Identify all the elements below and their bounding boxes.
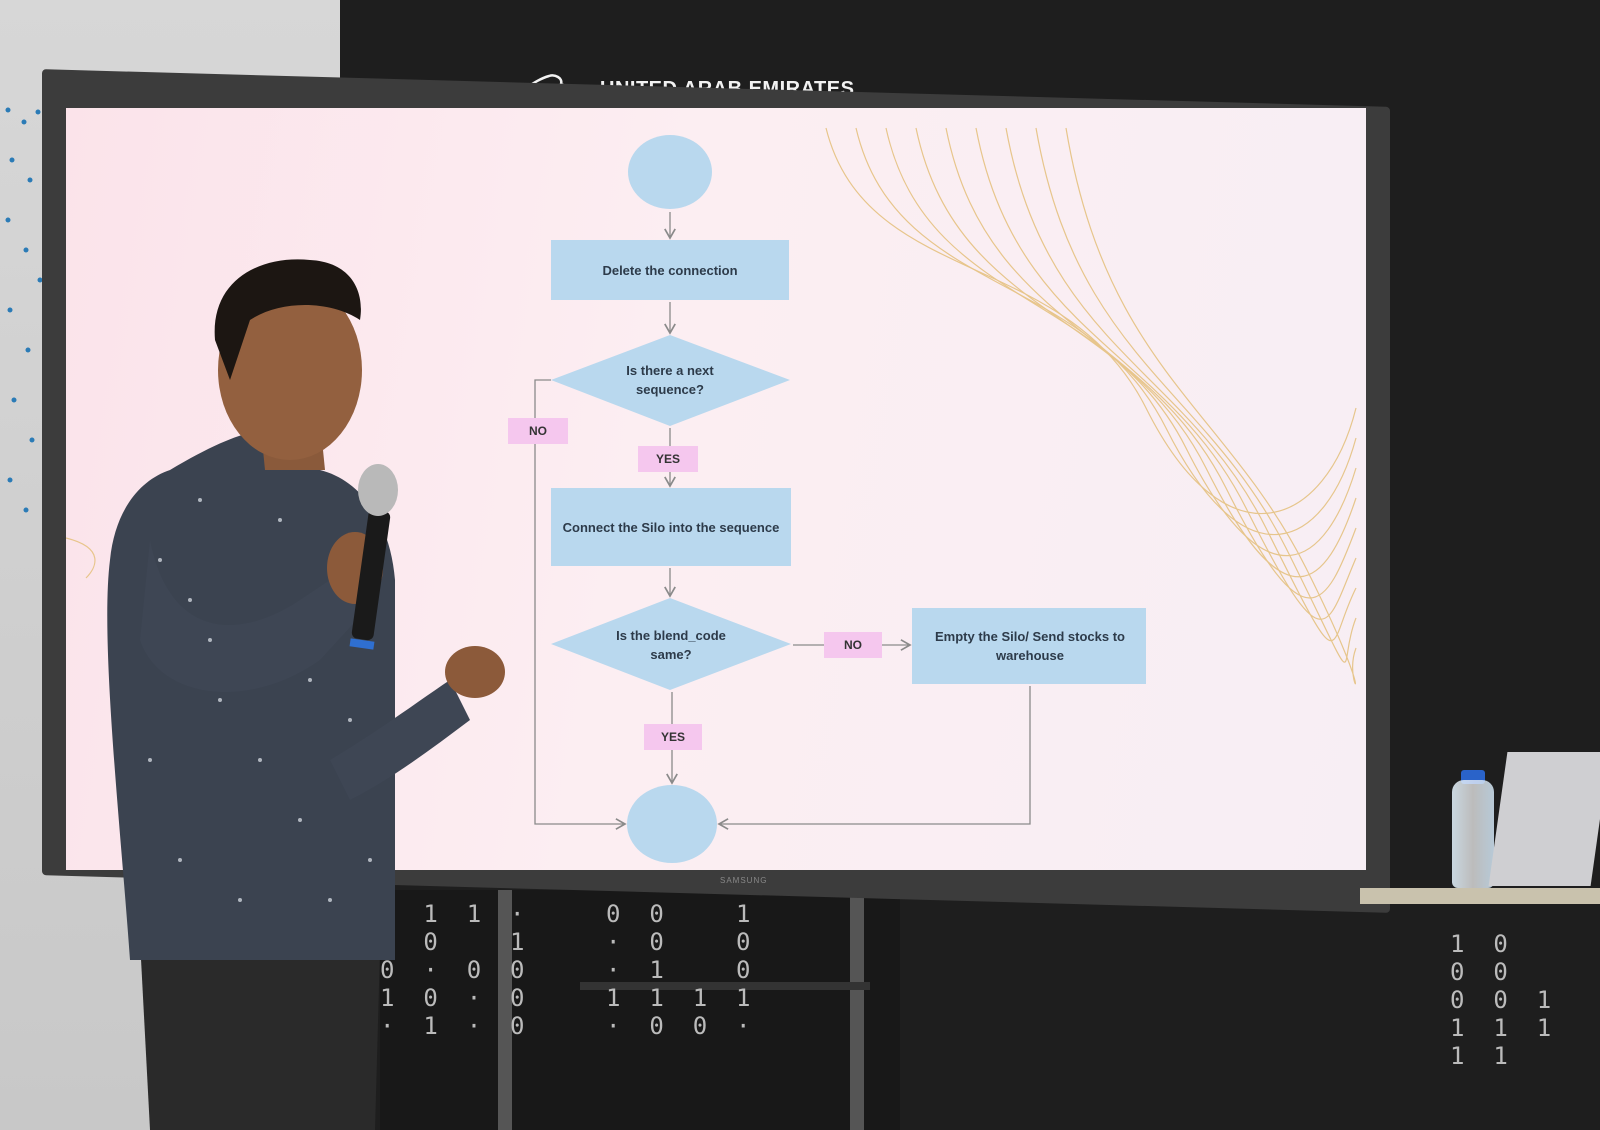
stand-post-left: [498, 890, 512, 1130]
dot-art: [5, 107, 43, 513]
arrow-empty-to-end: [717, 686, 1031, 830]
blend-code-diamond: [551, 598, 791, 690]
binary-wall-right: 1 0 0 0 0 0 1 1 1 1 1 1: [1450, 930, 1552, 1070]
label-yes-2: YES: [644, 724, 702, 750]
arrow-no-to-end: [534, 379, 627, 830]
microphone-head: [358, 464, 398, 516]
label-no-left: NO: [508, 418, 568, 444]
empty-silo-text: Empty the Silo/ Send stocks to warehouse: [935, 629, 1125, 663]
contour-lines: [66, 127, 1357, 685]
label-yes-1: YES: [638, 446, 698, 472]
empty-silo-box: [912, 608, 1146, 684]
stand-panel: [380, 890, 900, 1130]
end-node: [627, 785, 717, 863]
presenter-head: [218, 280, 362, 460]
start-node: [628, 135, 712, 209]
water-bottle: [1452, 780, 1494, 888]
presenter-hand-gesture: [445, 646, 505, 698]
stand-shelf: [580, 982, 870, 990]
binary-wall-mid: 0 0 1 · 0 0 · 1 0 1 1 1 1 · 0 0 ·: [606, 900, 751, 1040]
presenter-arm: [140, 540, 375, 693]
presenter-forearm: [330, 680, 470, 800]
side-table: [1360, 888, 1600, 904]
tv-brand-logo: SAMSUNG: [720, 876, 768, 885]
microphone-band: [349, 638, 375, 650]
next-sequence-text: Is there a next sequence?: [626, 363, 714, 397]
presenter-trousers: [140, 940, 380, 1130]
connect-silo-text: Connect the Silo into the sequence: [562, 519, 780, 535]
connect-silo-box: [551, 488, 791, 566]
next-sequence-diamond: [551, 335, 790, 426]
blend-code-text: Is the blend_code same?: [616, 628, 726, 662]
delete-connection-box: [551, 240, 789, 300]
label-no-right: NO: [824, 632, 882, 658]
presenter-hair: [214, 259, 361, 380]
presenter-shirt: [107, 430, 396, 960]
microphone-icon: [351, 509, 391, 641]
delete-connection-text: Delete the connection: [602, 262, 738, 278]
stand-post-right: [850, 890, 864, 1130]
